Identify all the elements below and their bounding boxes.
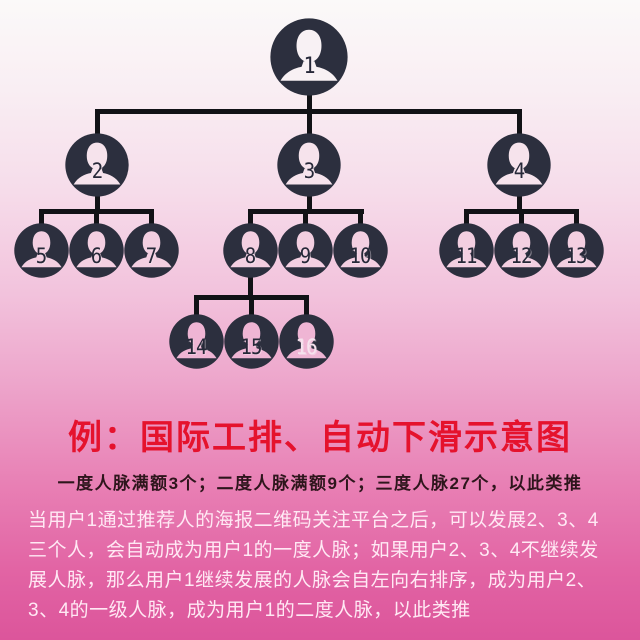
connector-line [358,209,363,225]
person-avatar-icon [222,222,278,278]
member-node-6: 6 [68,222,124,278]
member-node-16: 16 [278,313,334,369]
person-avatar-icon [13,222,69,278]
connector-line [95,109,100,136]
person-avatar-icon [168,313,224,369]
person-avatar-icon [223,313,279,369]
member-node-4: 4 [487,133,551,197]
connector-line [517,109,522,136]
connector-line [249,295,254,315]
member-node-13: 13 [548,222,604,278]
member-number: 7 [145,243,157,269]
connector-line [307,92,312,114]
member-number: 4 [513,159,525,184]
member-node-7: 7 [123,222,179,278]
member-number: 14 [185,334,208,360]
member-number: 12 [510,243,533,269]
member-node-5: 5 [13,222,69,278]
connector-line [517,193,522,213]
person-avatar-icon [123,222,179,278]
person-avatar-icon [493,222,549,278]
connector-line [307,193,312,213]
connector-line [39,209,44,225]
member-node-14: 14 [168,313,224,369]
member-number: 15 [240,334,263,360]
person-avatar-icon [332,222,388,278]
person-avatar-icon [65,133,129,197]
person-avatar-icon [278,313,334,369]
connector-line [519,209,524,225]
member-node-3: 3 [277,133,341,197]
member-node-8: 8 [222,222,278,278]
connector-line [248,209,253,225]
member-number: 5 [35,243,47,269]
person-avatar-icon [68,222,124,278]
connector-line [149,209,154,225]
member-node-9: 9 [277,222,333,278]
diagram-title: 例：国际工排、自动下滑示意图 [68,419,572,457]
member-number: 1 [303,51,315,79]
member-number: 10 [349,243,372,269]
member-number: 11 [455,243,478,269]
member-number: 6 [90,243,102,269]
person-avatar-icon [487,133,551,197]
connector-line [94,209,99,225]
membership-quota-text: 一度人脉满额3个；二度人脉满额9个；三度人脉27个，以此类推 [57,474,583,493]
connector-line [95,193,100,213]
connector-line [574,209,579,225]
person-avatar-icon [277,222,333,278]
member-number: 3 [303,159,315,184]
person-avatar-icon [438,222,494,278]
member-node-1: 1 [270,18,348,96]
connector-line [307,109,312,136]
member-node-12: 12 [493,222,549,278]
member-node-11: 11 [438,222,494,278]
person-avatar-icon [270,18,348,96]
person-avatar-icon [277,133,341,197]
member-number: 8 [244,243,256,269]
person-avatar-icon [548,222,604,278]
connector-line [303,209,308,225]
member-number: 16 [295,334,318,360]
member-node-10: 10 [332,222,388,278]
connector-line [248,273,253,299]
member-number: 2 [91,159,103,184]
member-node-2: 2 [65,133,129,197]
member-number: 13 [565,243,588,269]
connector-line [194,295,199,315]
member-number: 9 [299,243,311,269]
connector-line [464,209,469,225]
member-node-15: 15 [223,313,279,369]
connector-line [304,295,309,315]
description-text: 当用户1通过推荐人的海报二维码关注平台之后，可以发展2、3、4三个人，会自动成为… [28,510,599,621]
